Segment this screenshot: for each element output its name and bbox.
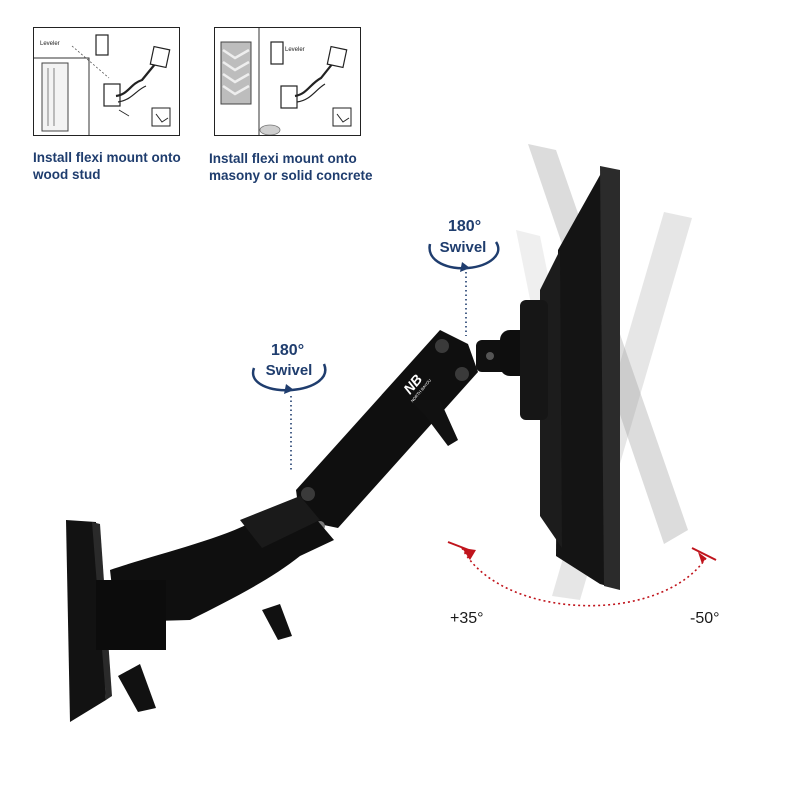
caption-masonry-line1: Install flexi mount onto xyxy=(209,151,357,166)
install-diagram-wood-stud: Leveler xyxy=(33,27,180,136)
wood-stud-illustration: Leveler xyxy=(34,34,171,135)
tilt-range-arc xyxy=(447,541,717,607)
swivel-lower-degrees: 180° xyxy=(271,342,305,359)
install-diagram-masonry: Leveler xyxy=(214,27,361,136)
wall-plate xyxy=(66,520,166,722)
leveler-label-left: Leveler xyxy=(40,41,60,47)
tilt-negative-angle: -50° xyxy=(690,610,720,627)
leveler-label-right: Leveler xyxy=(285,47,305,53)
caption-masonry: Install flexi mount onto masony or solid… xyxy=(209,150,373,184)
tilt-positive-angle: +35° xyxy=(450,610,484,627)
caption-wood-stud: Install flexi mount onto wood stud xyxy=(33,149,181,183)
caption-wood-stud-line1: Install flexi mount onto xyxy=(33,150,181,165)
swivel-upper-degrees: 180° xyxy=(448,218,482,235)
monitor xyxy=(540,166,620,590)
upper-arm xyxy=(296,330,478,531)
swivel-arrow-lower xyxy=(251,363,327,394)
caption-masonry-line2: masony or solid concrete xyxy=(209,168,373,183)
swivel-lower-label: Swivel xyxy=(265,362,313,379)
swivel-arrow-upper xyxy=(428,241,500,272)
swivel-upper-label: Swivel xyxy=(439,239,487,256)
caption-wood-stud-line2: wood stud xyxy=(33,167,101,182)
vesa-head xyxy=(476,300,548,420)
masonry-illustration: Leveler xyxy=(220,28,352,136)
